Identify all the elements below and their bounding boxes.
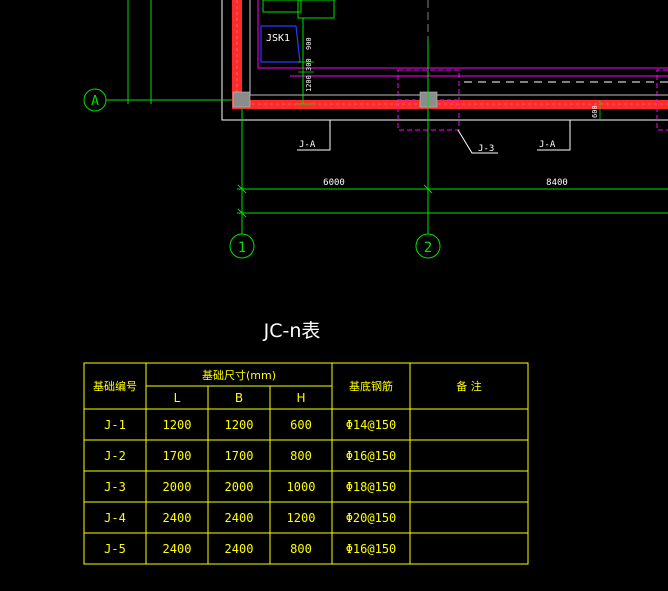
table-grid <box>83 362 529 565</box>
cell-h: 1200 <box>287 511 316 525</box>
header-id: 基础编号 <box>93 379 137 393</box>
leader-j3 <box>457 129 498 154</box>
cell-rebar: Φ14@150 <box>346 418 397 432</box>
cell-id: J-4 <box>104 511 126 525</box>
grid-bubble-2 <box>415 233 441 259</box>
footing-schedule: JC-n表 基础编号 基础尺寸(mm) L B H 基底钢筋 备 注 <box>83 320 529 565</box>
header-h: H <box>296 391 305 405</box>
cell-l: 2400 <box>163 511 192 525</box>
footing-label-ja-right: J-A <box>539 140 556 150</box>
cell-l: 2400 <box>163 542 192 556</box>
cell-id: J-3 <box>104 480 126 494</box>
section-marker-ja-right <box>537 120 571 151</box>
jsk1-label: JSK1 <box>266 33 290 44</box>
wall-vertical <box>232 0 242 106</box>
cell-id: J-5 <box>104 542 126 556</box>
cell-rebar: Φ18@150 <box>346 480 397 494</box>
dim-label-1200: 1200 <box>305 75 313 92</box>
cell-b: 1200 <box>225 418 254 432</box>
span-label-6000: 6000 <box>323 178 345 188</box>
magenta-line-upper <box>257 0 668 69</box>
cell-b: 2000 <box>225 480 254 494</box>
cell-l: 1200 <box>163 418 192 432</box>
cell-h: 1000 <box>287 480 316 494</box>
top-box-left <box>262 0 302 13</box>
cell-b: 2400 <box>225 511 254 525</box>
wall-outer-line <box>221 0 668 121</box>
header-l: L <box>174 391 181 405</box>
cell-h: 800 <box>290 449 312 463</box>
cell-rebar: Φ20@150 <box>346 511 397 525</box>
span-label-8400: 8400 <box>546 178 568 188</box>
header-rebar: 基底钢筋 <box>349 379 393 393</box>
footing-label-j3: J-3 <box>478 144 494 154</box>
cell-h: 600 <box>290 418 312 432</box>
column-1a <box>232 91 251 108</box>
dim-label-900: 900 <box>305 37 313 50</box>
wall-horizontal <box>232 100 668 109</box>
jsk1-opening <box>260 25 301 63</box>
header-b: B <box>235 391 243 405</box>
header-note: 备 注 <box>456 379 482 393</box>
cell-l: 1700 <box>163 449 192 463</box>
cell-rebar: Φ16@150 <box>346 449 397 463</box>
foundation-plan: JSK1 900 300 1200 600 A 1 2 <box>83 0 668 259</box>
dim-label-300: 300 <box>305 58 313 71</box>
cell-rebar: Φ16@150 <box>346 542 397 556</box>
cell-id: J-1 <box>104 418 126 432</box>
grid-label-a: A <box>91 94 99 109</box>
grid-bubble-1 <box>229 233 255 259</box>
grid-label-1: 1 <box>238 240 246 256</box>
grid-label-2: 2 <box>424 240 432 256</box>
cell-h: 800 <box>290 542 312 556</box>
footing-label-ja-left: J-A <box>299 140 316 150</box>
top-box-right <box>297 0 335 19</box>
cell-l: 2000 <box>163 480 192 494</box>
header-size: 基础尺寸(mm) <box>202 368 276 382</box>
cell-id: J-2 <box>104 449 126 463</box>
footing-right-outline <box>656 69 668 131</box>
cell-b: 2400 <box>225 542 254 556</box>
cell-b: 1700 <box>225 449 254 463</box>
section-marker-ja-left <box>297 120 331 151</box>
table-title: JC-n表 <box>263 320 321 342</box>
dim-label-600: 600 <box>591 105 599 118</box>
